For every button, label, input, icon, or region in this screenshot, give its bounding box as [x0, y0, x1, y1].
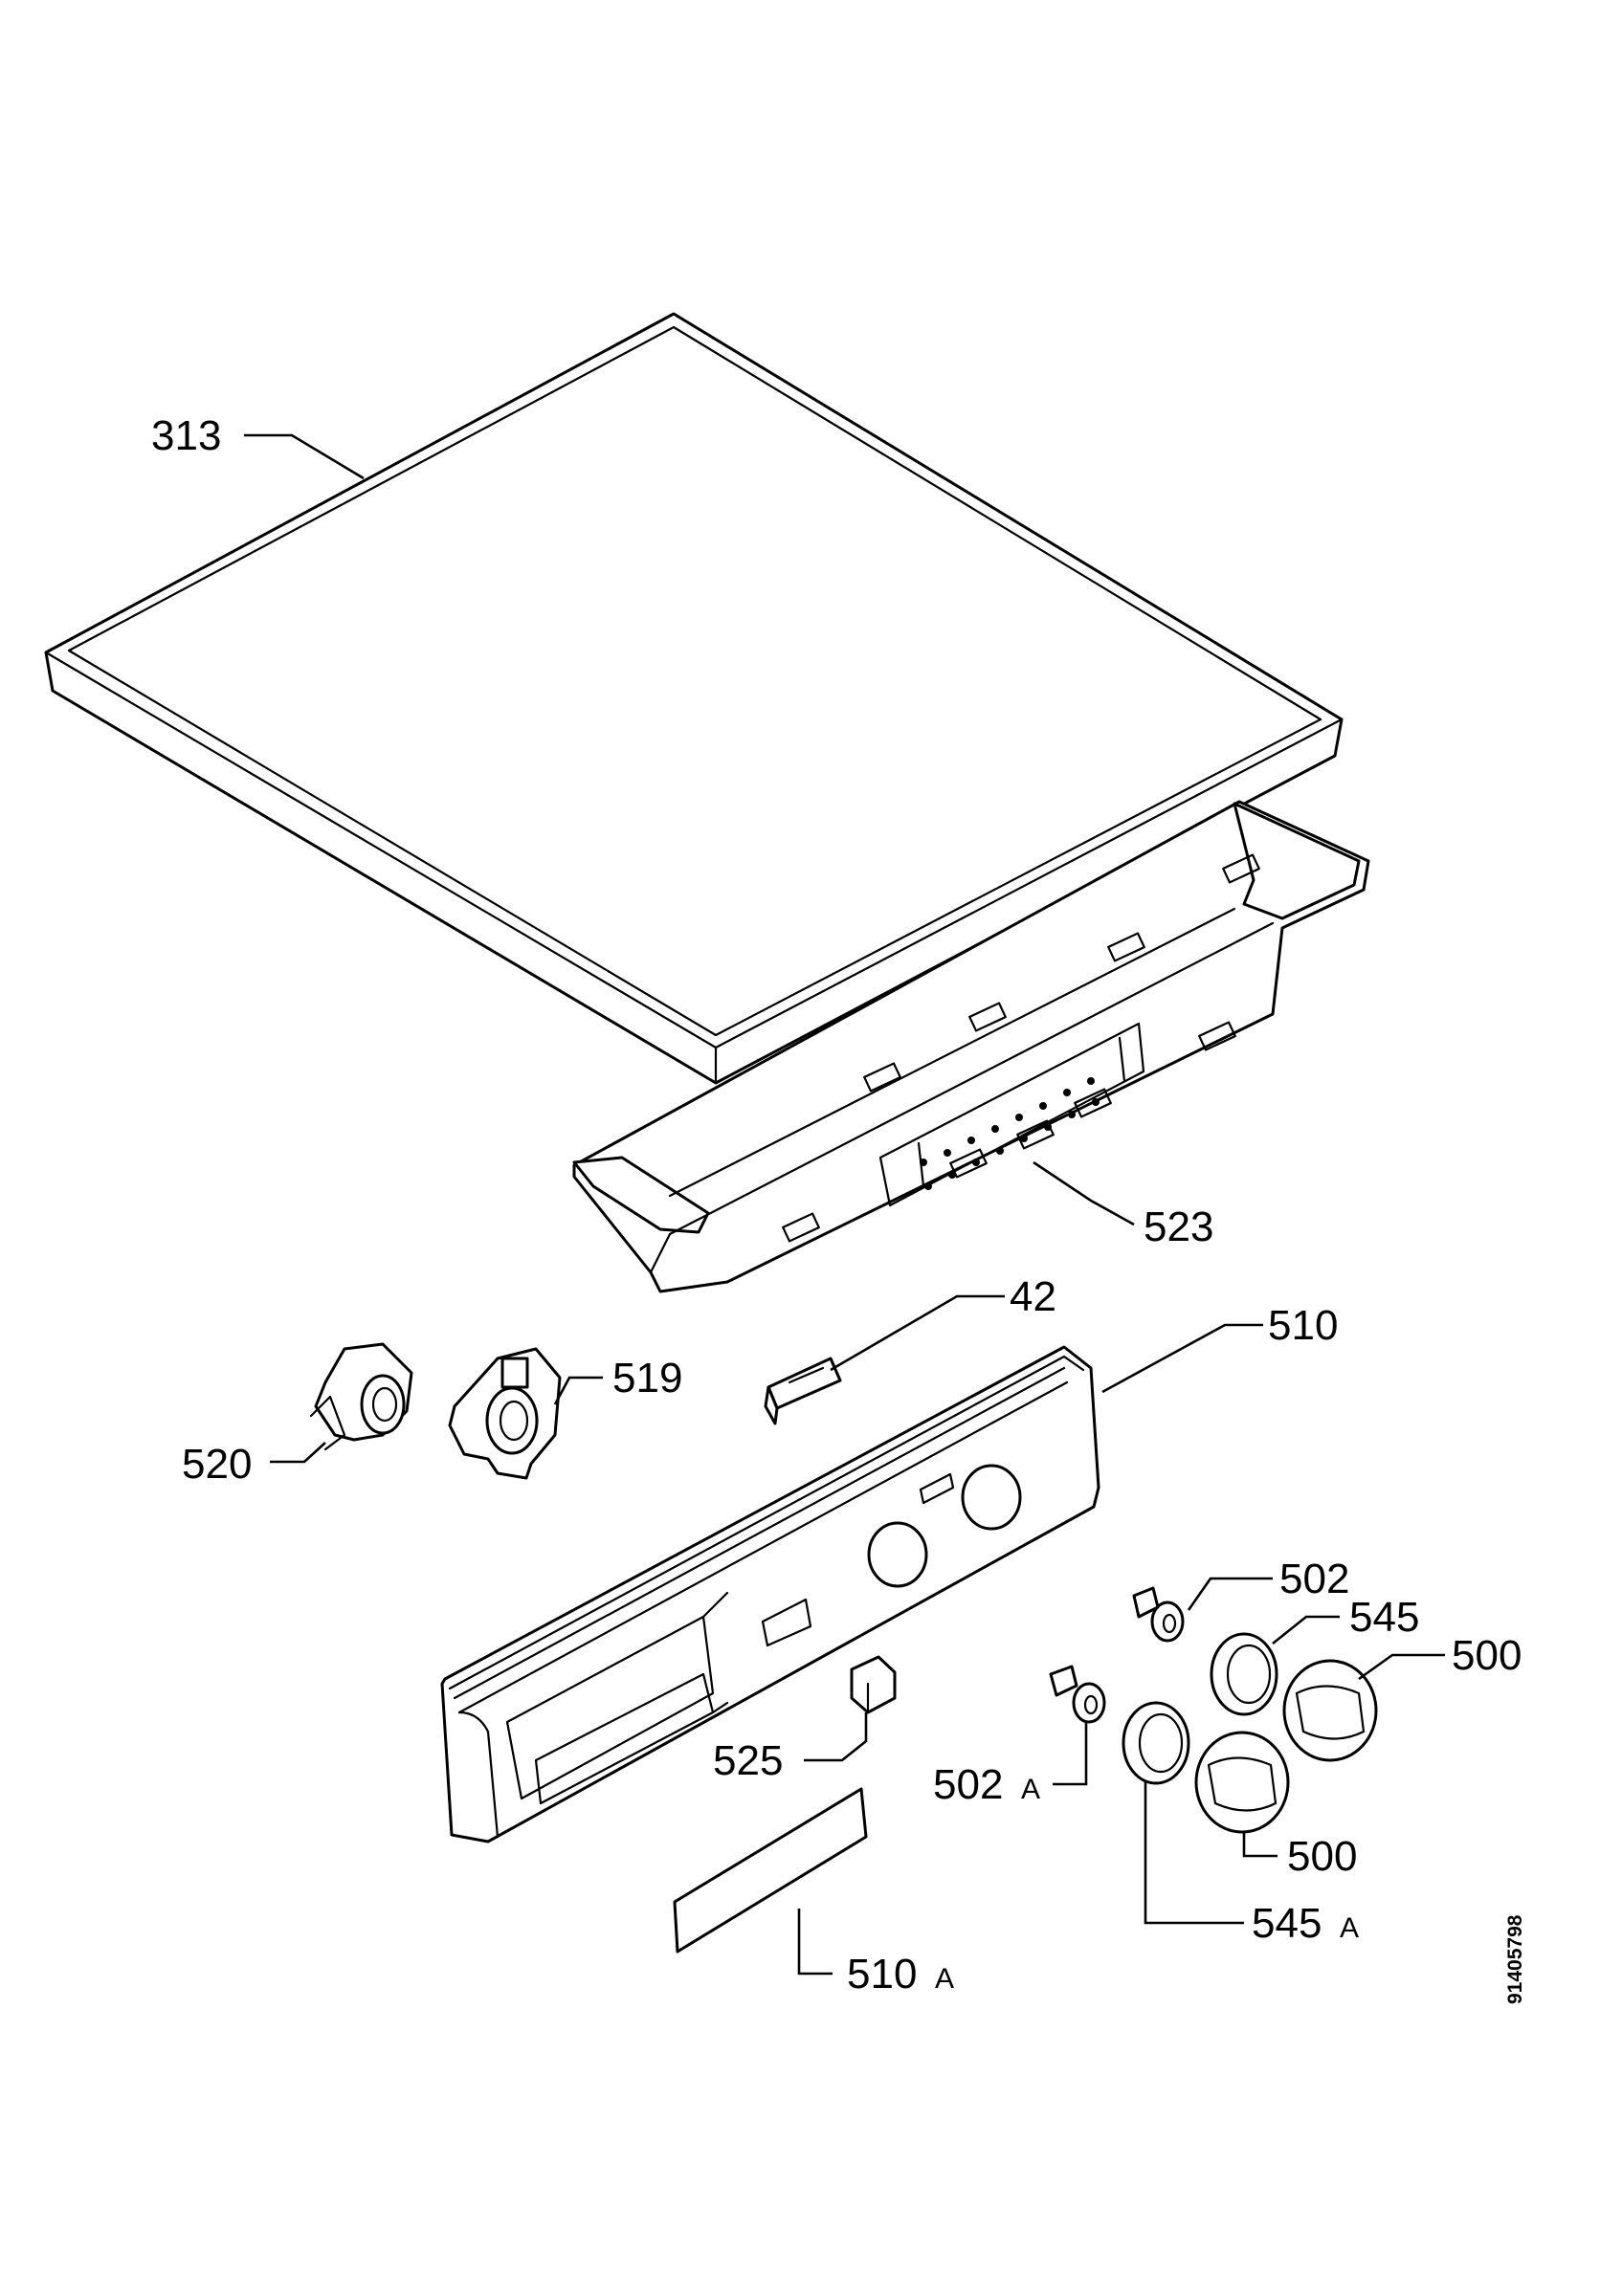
- label-502a-suffix: A: [1021, 1774, 1040, 1805]
- label-545a-number: 545: [1252, 1900, 1322, 1947]
- label-545a-suffix: A: [1340, 1912, 1359, 1944]
- button-part-525: [850, 1655, 897, 1714]
- label-545a: 545 A: [1252, 1900, 1359, 1947]
- label-510a-number: 510: [847, 1951, 917, 1998]
- bezel-part-545a: [1122, 1701, 1190, 1785]
- holder-part-519: [448, 1347, 562, 1480]
- label-500-lower: 500: [1287, 1833, 1357, 1880]
- rail-part-523: [572, 800, 1370, 1293]
- holder-part-520: [309, 1342, 413, 1451]
- label-42: 42: [1010, 1273, 1056, 1320]
- knob-part-500-upper: [1282, 1659, 1378, 1762]
- shaft-part-502a: [1049, 1665, 1106, 1724]
- label-500-upper: 500: [1452, 1632, 1522, 1679]
- label-519: 519: [612, 1355, 682, 1402]
- label-525: 525: [713, 1737, 783, 1784]
- label-510a-suffix: A: [935, 1963, 954, 1995]
- label-502: 502: [1279, 1556, 1349, 1602]
- switch-clip-part-42: [764, 1357, 842, 1425]
- shaft-part-502: [1132, 1586, 1185, 1643]
- bezel-part-545: [1210, 1632, 1278, 1716]
- label-520: 520: [182, 1441, 252, 1488]
- plate-part-510a: [673, 1787, 868, 1954]
- lid-part-313: [44, 312, 1344, 1085]
- part-labels: 313 523 42 510 519 520 502 545 500 502 A…: [151, 412, 1526, 2004]
- knob-part-500-lower: [1194, 1731, 1290, 1834]
- label-502a-number: 502: [933, 1761, 1003, 1808]
- label-545: 545: [1349, 1594, 1419, 1641]
- label-510a: 510 A: [847, 1951, 954, 1998]
- label-502a: 502 A: [933, 1761, 1040, 1808]
- leader-lines: [244, 433, 1445, 1976]
- label-523: 523: [1144, 1203, 1213, 1250]
- control-panel-part-510: [440, 1345, 1100, 1843]
- label-510: 510: [1268, 1302, 1338, 1349]
- document-number: 91405798: [1504, 1914, 1526, 2004]
- label-313: 313: [151, 412, 221, 459]
